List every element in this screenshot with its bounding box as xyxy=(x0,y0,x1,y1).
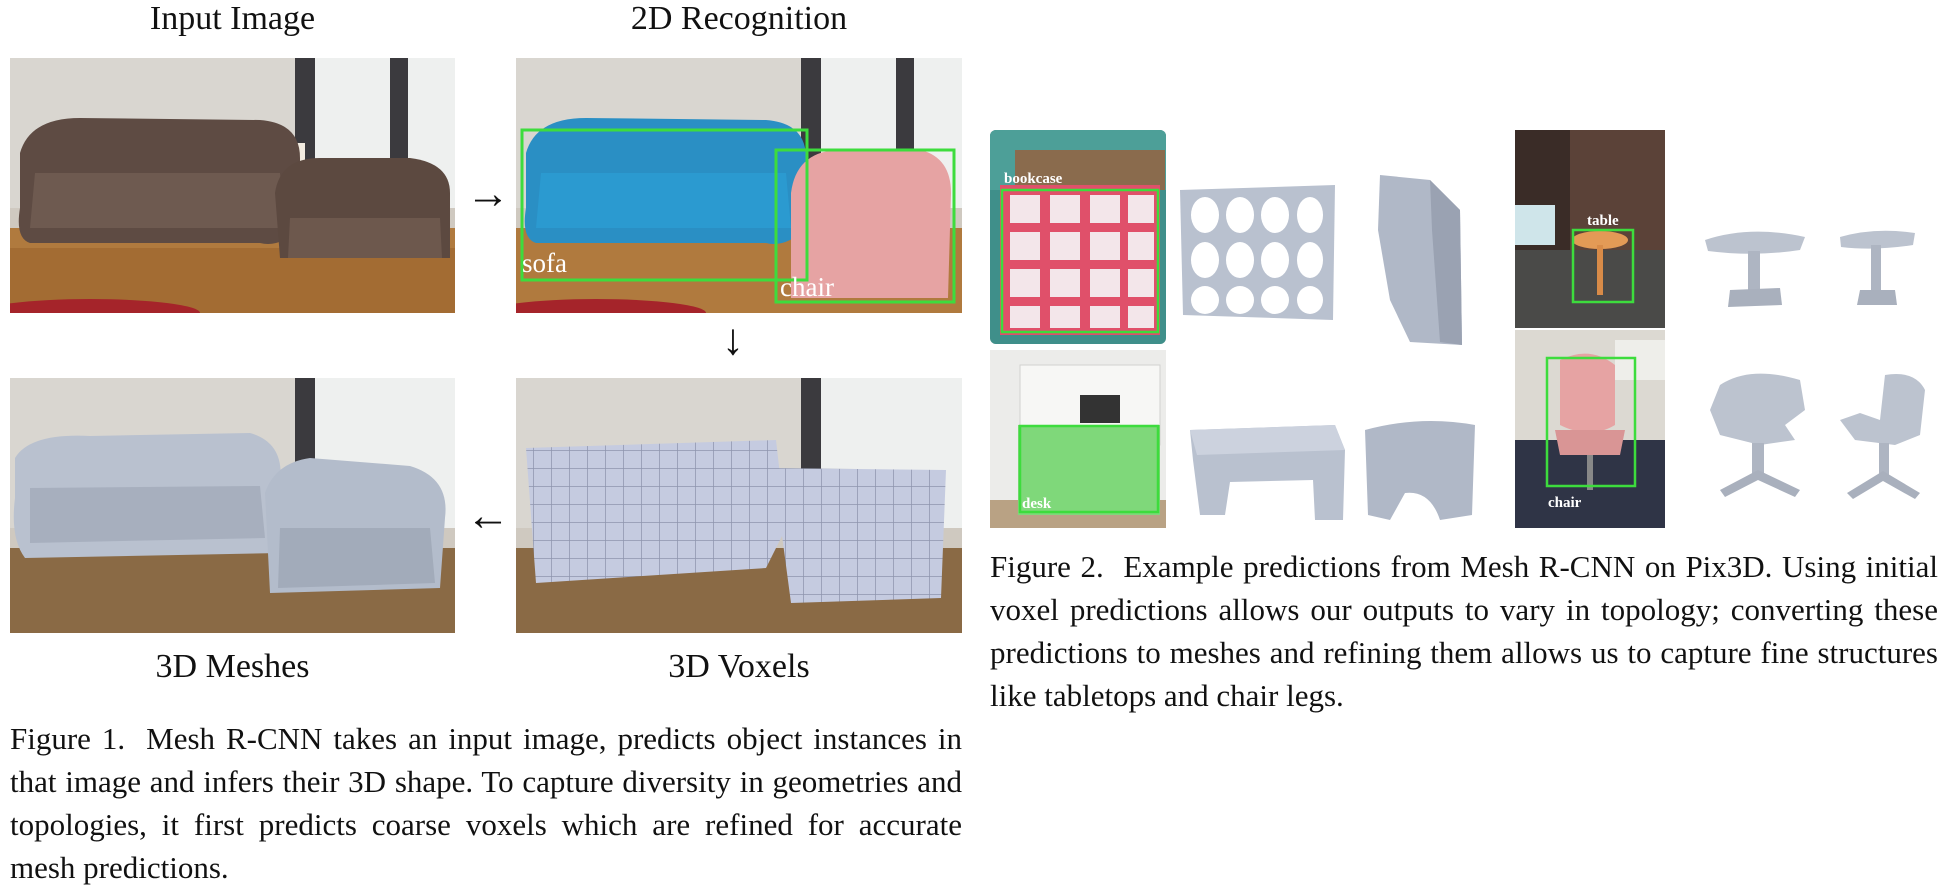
arrow-right-icon: → xyxy=(466,169,510,218)
input-image xyxy=(10,58,455,313)
label-sofa: sofa xyxy=(522,248,567,278)
voxels-image xyxy=(516,378,962,633)
table-mesh-front xyxy=(1705,231,1805,307)
bookcase-mesh-side xyxy=(1378,175,1462,345)
figure-1-caption-text: Mesh R-CNN takes an input image, predict… xyxy=(10,721,963,885)
chair-mesh-front xyxy=(1710,373,1805,497)
panel-title-meshes: 3D Meshes xyxy=(155,648,310,685)
bookcase-image: bookcase xyxy=(990,130,1166,344)
chair-mesh-side xyxy=(1840,374,1925,499)
figure-1-caption: Figure 1. Mesh R-CNN takes an input imag… xyxy=(10,717,962,889)
label-chair-pix3d: chair xyxy=(1548,495,1582,511)
recognition-image: sofa chair xyxy=(516,58,962,313)
label-desk: desk xyxy=(1022,496,1052,512)
panel-title-input: Input Image xyxy=(149,0,316,37)
desk-mesh-side xyxy=(1365,421,1475,520)
desk-mesh-front xyxy=(1190,425,1345,520)
label-bookcase: bookcase xyxy=(1004,171,1063,187)
panel-title-recognition: 2D Recognition xyxy=(630,0,848,37)
chair-image: chair xyxy=(1515,330,1665,528)
figure-2-caption-text: Example predictions from Mesh R-CNN on P… xyxy=(990,549,1938,713)
table-mesh-side xyxy=(1840,230,1915,305)
label-chair: chair xyxy=(780,272,834,302)
figure-2-caption: Figure 2. Example predictions from Mesh … xyxy=(990,545,1938,717)
meshes-image xyxy=(10,378,455,633)
figure-1-label: Figure 1. xyxy=(10,721,126,756)
arrow-left-icon: ← xyxy=(466,491,510,540)
panel-title-voxels: 3D Voxels xyxy=(668,648,810,685)
figure-2-label: Figure 2. xyxy=(990,549,1104,584)
table-image: table xyxy=(1515,130,1665,328)
label-table: table xyxy=(1587,213,1619,229)
bookcase-mesh-front xyxy=(1180,185,1335,320)
desk-image: desk xyxy=(990,350,1166,528)
arrow-down-icon: ↓ xyxy=(722,315,744,364)
